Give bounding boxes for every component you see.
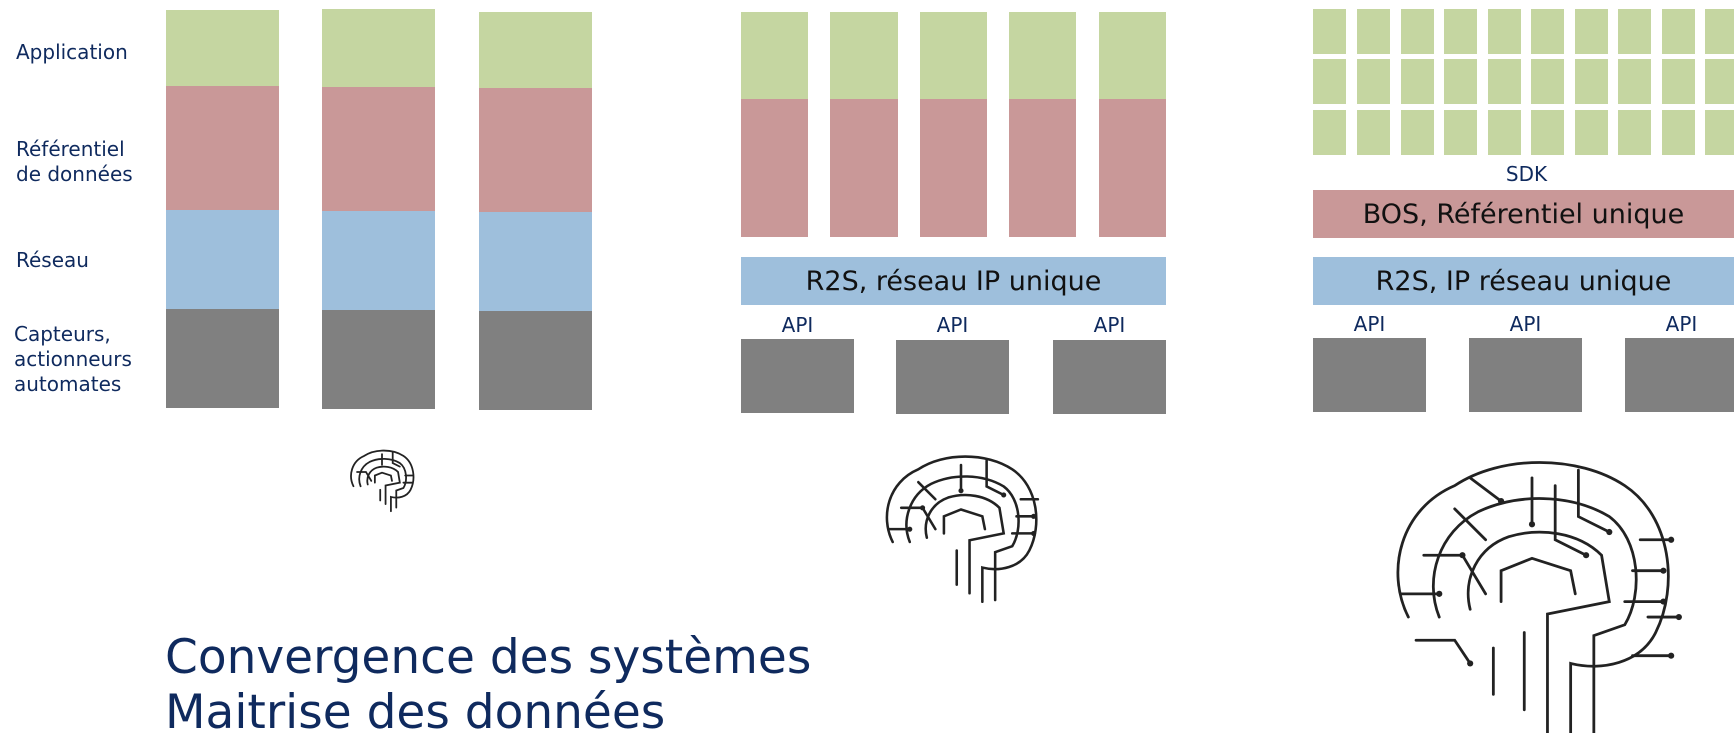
silo-2-network xyxy=(322,211,435,310)
right-api-label-1: API xyxy=(1353,312,1386,336)
app-tile xyxy=(1531,110,1564,155)
brain-circuit-icon xyxy=(885,455,1040,604)
app-tile xyxy=(1488,110,1521,155)
app-tile xyxy=(1662,9,1695,54)
bos-band: BOS, Référentiel unique xyxy=(1313,190,1734,238)
right-network-band-label: R2S, IP réseau unique xyxy=(1375,265,1672,297)
silo-3-network xyxy=(479,212,592,311)
app-tile xyxy=(1575,59,1608,104)
app-tile xyxy=(1705,9,1734,54)
brain-circuit-icon xyxy=(1396,461,1682,733)
mid-app-2 xyxy=(830,12,898,99)
silo-2-application xyxy=(322,9,435,87)
silo-3-devices xyxy=(479,311,592,410)
silo-1-application xyxy=(166,10,279,86)
mid-api-label-1: API xyxy=(781,313,814,337)
app-tile xyxy=(1357,110,1390,155)
silo-2-data xyxy=(322,87,435,211)
app-tile xyxy=(1705,110,1734,155)
app-tile xyxy=(1313,9,1346,54)
app-tile xyxy=(1444,9,1477,54)
mid-app-4 xyxy=(1009,12,1076,99)
mid-data-3 xyxy=(920,99,987,237)
app-tile xyxy=(1488,9,1521,54)
silo-1-devices xyxy=(166,309,279,408)
mid-device-2 xyxy=(896,340,1009,414)
mid-app-1 xyxy=(741,12,808,99)
app-tile xyxy=(1531,59,1564,104)
app-tile xyxy=(1313,110,1346,155)
app-tile xyxy=(1662,59,1695,104)
brain-circuit-icon xyxy=(350,449,415,513)
label-capteurs: Capteurs, actionneurs automates xyxy=(14,322,132,396)
silo-1-data xyxy=(166,86,279,210)
right-device-1 xyxy=(1313,338,1426,412)
mid-api-label-2: API xyxy=(936,313,969,337)
silo-3-data xyxy=(479,88,592,212)
app-tile xyxy=(1488,59,1521,104)
app-tile xyxy=(1575,110,1608,155)
app-tile xyxy=(1357,59,1390,104)
label-application: Application xyxy=(16,40,128,64)
app-tile xyxy=(1401,110,1434,155)
title-line-1: Convergence des systèmes xyxy=(165,630,812,685)
silo-1-network xyxy=(166,210,279,309)
app-tile xyxy=(1575,9,1608,54)
mid-app-3 xyxy=(920,12,987,99)
mid-network-band: R2S, réseau IP unique xyxy=(741,257,1166,305)
app-tile xyxy=(1618,59,1651,104)
silo-2-devices xyxy=(322,310,435,409)
app-tile xyxy=(1705,59,1734,104)
mid-data-1 xyxy=(741,99,808,237)
app-tile xyxy=(1531,9,1564,54)
label-reseau: Réseau xyxy=(16,248,89,272)
mid-device-3 xyxy=(1053,340,1166,414)
app-tile xyxy=(1444,110,1477,155)
silo-3-application xyxy=(479,12,592,88)
label-referentiel: Référentiel de données xyxy=(16,137,133,186)
mid-device-1 xyxy=(741,339,854,413)
app-tile xyxy=(1401,9,1434,54)
right-network-band: R2S, IP réseau unique xyxy=(1313,257,1734,305)
mid-network-band-label: R2S, réseau IP unique xyxy=(805,265,1102,297)
mid-data-2 xyxy=(830,99,898,237)
right-device-2 xyxy=(1469,338,1582,412)
app-tile xyxy=(1401,59,1434,104)
mid-app-5 xyxy=(1099,12,1166,99)
right-api-label-2: API xyxy=(1509,312,1542,336)
bos-band-label: BOS, Référentiel unique xyxy=(1362,198,1685,230)
app-tile xyxy=(1444,59,1477,104)
mid-data-4 xyxy=(1009,99,1076,237)
app-tile xyxy=(1357,9,1390,54)
app-tile xyxy=(1618,110,1651,155)
right-device-3 xyxy=(1625,338,1734,412)
app-tile xyxy=(1662,110,1695,155)
mid-data-5 xyxy=(1099,99,1166,237)
right-api-label-3: API xyxy=(1665,312,1698,336)
sdk-label: SDK xyxy=(1505,162,1548,186)
mid-api-label-3: API xyxy=(1093,313,1126,337)
title-line-2: Maitrise des données xyxy=(165,685,666,740)
app-tile xyxy=(1618,9,1651,54)
app-tile xyxy=(1313,59,1346,104)
